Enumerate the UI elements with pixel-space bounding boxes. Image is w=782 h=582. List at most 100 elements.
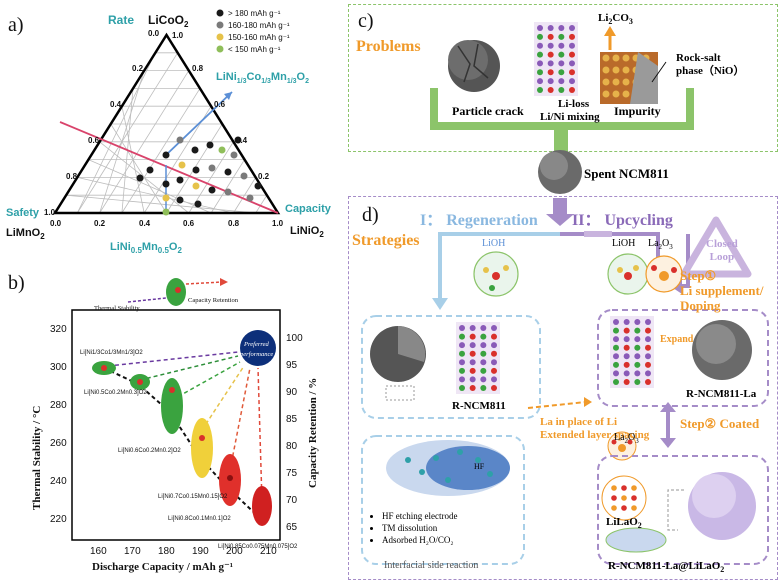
strategies-title: Strategies — [352, 232, 420, 249]
regen-flow — [438, 232, 560, 300]
la2o3-label: La2O3 — [648, 238, 673, 251]
impurity-atom — [622, 66, 630, 74]
ternary-point — [192, 166, 200, 174]
svg-text:1.0: 1.0 — [172, 31, 184, 40]
svg-text:180: 180 — [158, 546, 175, 557]
performance-chart: 160 170 180 190 200 210 220 240 260 280 … — [31, 278, 319, 573]
crystal-structure — [534, 22, 578, 96]
svg-text:Li[Ni0.85Co0.075Mn0.075]O2: Li[Ni0.85Co0.075Mn0.075]O2 — [218, 544, 298, 550]
legend-thermal: Thermal Stability — [94, 305, 140, 312]
atom — [480, 385, 487, 391]
ternary-point — [136, 174, 144, 182]
ternary-diagram: Rate LiCoO2 0.0 1.0 Safety LiMnO2 Capaci… — [6, 9, 332, 255]
svg-text:Li[Ni0.7Co0.15Mn0.15]O2: Li[Ni0.7Co0.15Mn0.15]O2 — [158, 494, 228, 500]
atom — [491, 333, 497, 340]
atom — [547, 51, 554, 58]
final-product-label: R-NCM811-La@LiLaO2 — [608, 560, 725, 575]
svg-text:0.8: 0.8 — [228, 219, 240, 228]
pink-line — [59, 121, 279, 214]
atom — [634, 344, 641, 351]
atom — [623, 379, 630, 385]
licoo2-label: LiCoO2 — [148, 13, 189, 29]
atom — [537, 78, 543, 85]
atom — [634, 370, 641, 377]
atom — [459, 367, 465, 374]
atom — [547, 69, 554, 76]
rate-label: Rate — [108, 13, 134, 27]
svg-text:80: 80 — [286, 441, 298, 452]
atom — [613, 336, 619, 343]
blue-arrow — [165, 91, 233, 156]
step1-label: Step① Li supplement/Doping — [680, 268, 764, 313]
ternary-point — [208, 164, 216, 172]
svg-text:0.4: 0.4 — [110, 100, 122, 109]
svg-text:65: 65 — [286, 522, 298, 533]
atom — [547, 87, 554, 93]
atom — [634, 327, 641, 334]
atom — [537, 69, 543, 76]
ternary-point — [162, 180, 170, 188]
ion-dot — [457, 449, 463, 455]
problems-title: Problems — [356, 38, 421, 55]
atom — [537, 33, 543, 40]
atom — [569, 25, 575, 31]
panel-d-label: d) — [362, 204, 379, 226]
upcycle-flow — [560, 232, 660, 260]
atom — [623, 361, 630, 368]
impurity-atom — [622, 78, 630, 86]
atom — [623, 370, 630, 377]
upcycle-crystal — [610, 316, 654, 388]
ternary-point — [224, 188, 232, 196]
ion-dot — [487, 471, 493, 477]
linio2-label: LiNiO2 — [290, 225, 324, 239]
atom — [645, 353, 651, 360]
lattice-atom — [631, 505, 637, 511]
bullet-tm: TM dissolution — [382, 522, 457, 534]
ncm85-ellipse — [252, 486, 272, 526]
atom — [459, 350, 465, 357]
ternary-point — [191, 146, 199, 154]
preferred-circle — [240, 330, 276, 366]
r-ncm811-la-label: R-NCM811-La — [686, 388, 757, 400]
y-right-label: Capacity Retention / % — [307, 378, 319, 488]
atom — [491, 385, 497, 391]
ternary-legend: > 180 mAh g⁻¹ 160-180 mAh g⁻¹ 150-160 mA… — [216, 9, 290, 54]
atom — [459, 385, 465, 391]
atom — [537, 51, 543, 58]
atom — [480, 367, 487, 374]
ternary-point — [176, 196, 184, 204]
lattice-atom — [621, 495, 627, 501]
atom — [623, 353, 630, 360]
right-ticks: 0.8 0.6 0.4 0.2 — [192, 64, 270, 181]
atom — [558, 69, 565, 76]
capacity-label: Capacity — [285, 203, 332, 215]
atom — [645, 344, 651, 351]
atom — [491, 359, 497, 366]
impurity-atom — [602, 90, 610, 98]
atom — [480, 325, 487, 331]
atom — [547, 78, 554, 85]
svg-text:90: 90 — [286, 387, 298, 398]
ternary-point — [176, 136, 184, 144]
upcycling-title: II： Upcycling — [572, 212, 673, 229]
svg-text:200: 200 — [226, 546, 243, 557]
lioh2-label: LiOH — [612, 238, 636, 249]
atom — [480, 342, 487, 349]
impurity-atom — [602, 66, 610, 74]
atom — [537, 87, 543, 93]
interfacial-label: Interfacial side reaction — [384, 560, 479, 571]
atom — [645, 370, 651, 377]
ternary-point — [162, 194, 170, 202]
svg-text:280: 280 — [50, 400, 67, 411]
ion-dot — [445, 477, 451, 483]
svg-text:Li[Ni0.8Co0.1Mn0.1]O2: Li[Ni0.8Co0.1Mn0.1]O2 — [168, 516, 231, 522]
svg-text:240: 240 — [50, 476, 67, 487]
atom — [469, 376, 476, 383]
left-ticks: 0.2 0.4 0.6 0.8 1.0 — [44, 64, 144, 217]
regeneration-title: I： Regeneration — [420, 212, 538, 229]
svg-text:Li[Ni1/3Co1/3Mn1/3]O2: Li[Ni1/3Co1/3Mn1/3]O2 — [80, 350, 143, 356]
atom — [634, 361, 641, 368]
atom — [558, 33, 565, 40]
